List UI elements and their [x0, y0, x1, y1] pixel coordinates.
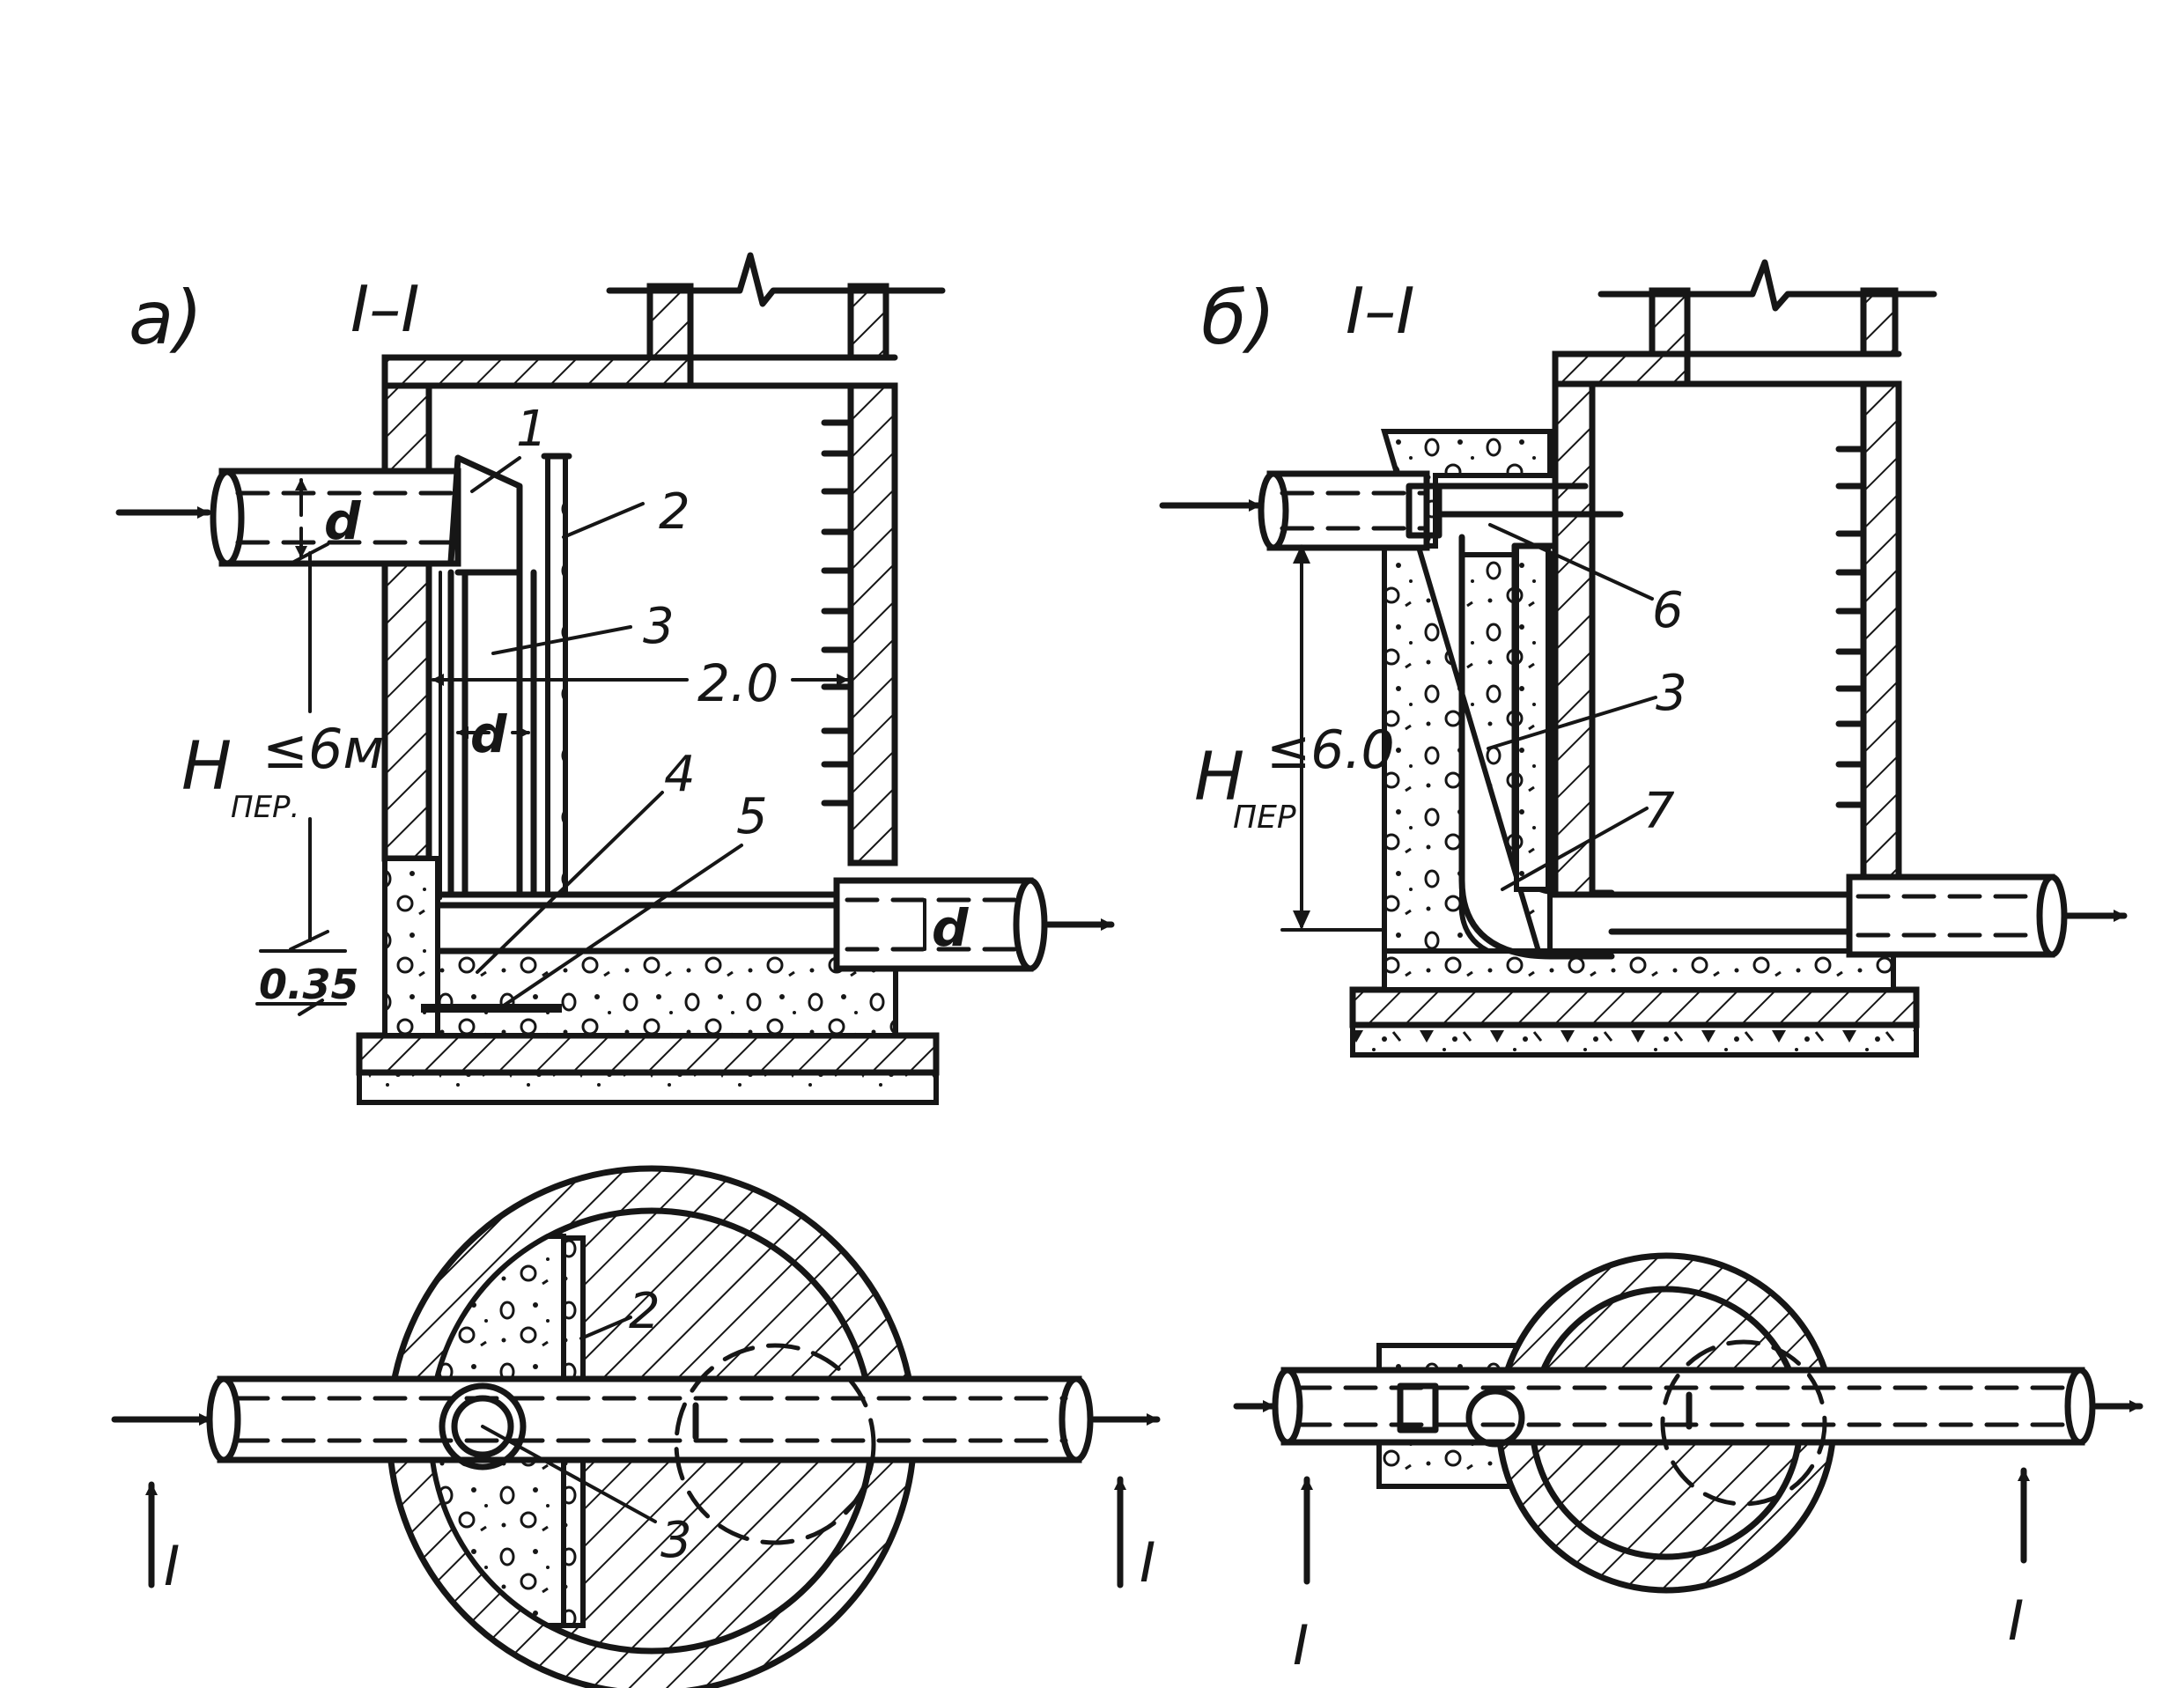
h-symbol-a: H: [181, 726, 232, 805]
plan-a-section-right: I: [1140, 1530, 1155, 1595]
plan-a-section-left: I: [164, 1534, 180, 1598]
base-slab: [356, 1032, 940, 1076]
left-wall-concrete: [382, 856, 440, 1038]
outlet-pipe-b: [1846, 873, 2128, 958]
neck-break-b: [1597, 259, 1937, 312]
figure-a-label: а): [129, 275, 203, 361]
gravel-bed: [357, 1070, 939, 1105]
dim-width: 2.0: [697, 653, 778, 713]
plan-a: 2 3 I I: [111, 1165, 1161, 1688]
callout-2: 2: [659, 483, 690, 541]
plan-a-leader-3: [481, 1425, 657, 1523]
inlet-pipe-b: [1159, 470, 1624, 551]
figure-b-section-title: I–I: [1346, 274, 1414, 348]
dim-base: 0.35: [259, 961, 359, 1008]
left-wall-lower: [381, 560, 432, 862]
plan-b: I I: [1233, 1252, 2143, 1677]
cover-slab: [381, 354, 694, 389]
curved-channel-outer: [1458, 534, 1615, 960]
figure-a-section-title: I–I: [350, 272, 419, 346]
plan-a-callout-2: 2: [629, 1283, 660, 1340]
dim-d-riser: d: [470, 704, 507, 764]
plan-b-riser: [1465, 1388, 1525, 1448]
neck-right: [847, 283, 889, 361]
left-wall-b: [1552, 380, 1596, 898]
concrete-tray: [382, 948, 898, 1038]
plan-b-pipe: [1233, 1367, 2143, 1446]
h-subscript-a: ПЕР.: [231, 790, 299, 825]
h-value-b: ≤6.0: [1266, 719, 1395, 781]
partition-wall: [545, 453, 568, 897]
inlet-pipe: [115, 468, 461, 567]
callout-7-b: 7: [1643, 783, 1675, 840]
gravel-bed-b: [1350, 1022, 1919, 1058]
leader-3: [491, 625, 632, 655]
h-symbol-b: H: [1194, 737, 1244, 815]
leader-7: [1501, 807, 1649, 891]
leader-2: [562, 502, 645, 539]
plan-a-riser-inner: [451, 1395, 514, 1458]
plan-b-section-left: I: [1293, 1613, 1309, 1677]
plan-a-manhole-dashed: [674, 1343, 876, 1545]
dim-d-inlet: d: [324, 491, 361, 551]
right-wall: [847, 382, 898, 866]
neck-right-b: [1860, 287, 1899, 358]
figure-a-section: d d d 2.0 H ПЕР. ≤6м 0.35 1 2 3 4 5: [115, 252, 1115, 1105]
cover-slab-b: [1552, 350, 1691, 387]
metal-plate: [421, 1004, 562, 1013]
wall-ticks: [821, 419, 852, 807]
riser-b: [1514, 543, 1551, 892]
callout-1: 1: [516, 401, 548, 458]
plan-a-callout-3: 3: [660, 1512, 692, 1569]
neck-break-line: [606, 252, 946, 307]
h-value-a: ≤6м: [262, 717, 384, 781]
figure-b-section: H ПЕР ≤6.0 6 3 7 б) I–I: [1159, 259, 2128, 1058]
plan-a-riser-outer: [439, 1382, 527, 1471]
leader-5: [497, 844, 743, 1011]
right-wall-b: [1860, 380, 1902, 881]
neck-left-b: [1649, 287, 1691, 358]
h-dim-b-top-arrow: [1293, 544, 1310, 564]
callout-5: 5: [736, 788, 768, 845]
left-wall: [381, 382, 432, 477]
figure-b-label: б): [1201, 275, 1276, 361]
concrete-base-b: [1382, 948, 1896, 992]
callout-4: 4: [664, 746, 696, 803]
leader-3-b: [1487, 696, 1657, 750]
leader-4: [476, 791, 664, 974]
callout-3-b: 3: [1656, 665, 1687, 722]
plan-a-pipe: [111, 1375, 1161, 1463]
plan-b-section-right: I: [2008, 1588, 2024, 1653]
callout-3: 3: [643, 598, 675, 655]
h-subscript-b: ПЕР: [1233, 800, 1296, 836]
callout-6-b: 6: [1652, 582, 1684, 639]
leader-1: [470, 456, 521, 493]
riser-head: [447, 454, 523, 576]
dim-d-outlet: d: [932, 898, 969, 958]
base-slab-b: [1349, 986, 1920, 1028]
h-dim-tick-top: [289, 542, 329, 565]
plan-a-leader-2: [579, 1316, 632, 1340]
leader-6: [1488, 523, 1654, 601]
h-dim-tick-bottom: [289, 930, 329, 951]
plan-b-manhole-dashed: [1660, 1339, 1827, 1507]
wall-ticks-b: [1835, 446, 1865, 808]
h-dim-b-bottom-arrow: [1293, 910, 1310, 930]
dim-base-tick: [298, 999, 324, 1016]
outlet-pipe: [833, 877, 1115, 972]
neck-left: [646, 283, 694, 361]
